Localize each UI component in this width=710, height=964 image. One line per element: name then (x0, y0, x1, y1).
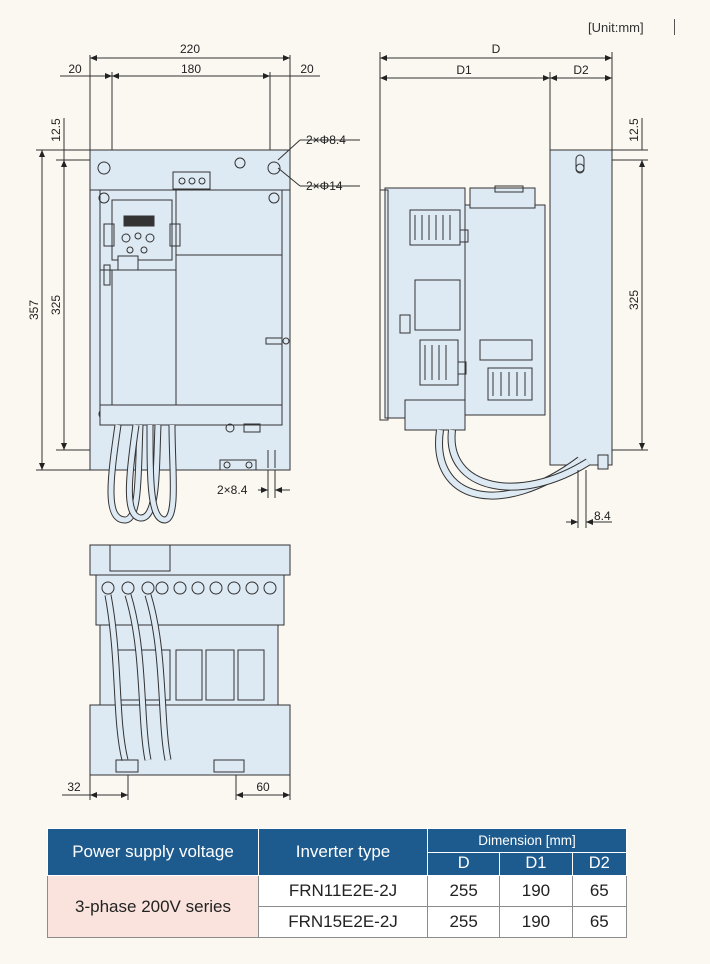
header-col-d: D (426, 851, 501, 876)
header-col-d1: D1 (499, 851, 573, 876)
side-slot-label: 8.4 (594, 509, 611, 523)
bottom-slot-label: 2×8.4 (217, 483, 248, 497)
inverter-type-cell: FRN11E2E-2J (258, 875, 428, 907)
front-height-total: 357 (27, 300, 41, 320)
front-height-top: 12.5 (49, 118, 63, 142)
side-depth-d1: D1 (456, 63, 472, 77)
unit-divider (674, 19, 675, 35)
front-width-margin-left: 20 (68, 62, 82, 76)
side-height-top: 12.5 (627, 118, 641, 142)
unit-label: [Unit:mm] (588, 20, 644, 35)
d-cell: 255 (426, 875, 501, 907)
inverter-type-cell: FRN15E2E-2J (258, 906, 428, 938)
side-depth-total: D (492, 42, 501, 56)
header-col-d2: D2 (571, 851, 628, 876)
bottom-left-offset: 32 (67, 780, 81, 794)
d2-cell: 65 (571, 906, 628, 938)
front-view (36, 55, 360, 524)
table-row: 3-phase 200V series FRN11E2E-2J 255 190 … (47, 875, 628, 938)
d1-cell: 190 (499, 906, 573, 938)
header-dimension: Dimension [mm] (427, 828, 627, 853)
d1-cell: 190 (499, 875, 573, 907)
header-voltage: Power supply voltage (47, 828, 259, 876)
hole-small-label: 2×Φ8.4 (306, 133, 346, 147)
front-width-inner: 180 (181, 62, 201, 76)
front-width-margin-right: 20 (300, 62, 314, 76)
header-type: Inverter type (258, 828, 428, 876)
dimension-drawing: 220 20 180 20 357 325 12.5 2×Φ8.4 2×Φ14 … (27, 42, 648, 800)
table-row: FRN15E2E-2J 255 190 65 (48, 906, 628, 938)
hole-large-label: 2×Φ14 (306, 179, 343, 193)
bottom-view (62, 544, 291, 800)
d-cell: 255 (426, 906, 501, 938)
side-view (379, 52, 648, 528)
dimension-table: Power supply voltage Inverter type Dimen… (47, 828, 628, 938)
side-height-inner: 325 (627, 290, 641, 310)
bottom-right-offset: 60 (256, 780, 270, 794)
d2-cell: 65 (571, 875, 628, 907)
front-height-inner: 325 (49, 295, 63, 315)
supply-cell: 3-phase 200V series (47, 875, 259, 938)
front-width-total: 220 (180, 42, 200, 56)
side-depth-d2: D2 (573, 63, 589, 77)
